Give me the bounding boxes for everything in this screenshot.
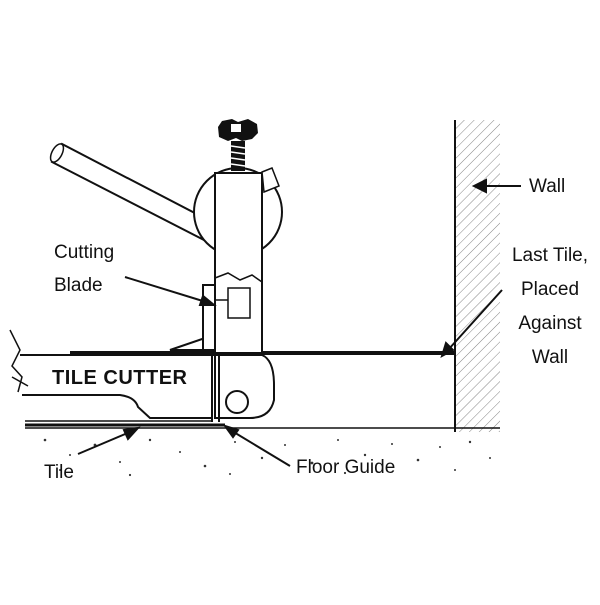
tile-label: Tile (44, 462, 74, 483)
last-tile-label-line: Last Tile, (511, 245, 589, 266)
last-tile-label: Last Tile, Placed Against Wall (500, 243, 600, 371)
floor-guide-label: Floor Guide (296, 457, 396, 478)
tile-cutter-title: TILE CUTTER (52, 367, 188, 389)
cutting-blade-label-line: Blade (54, 275, 103, 296)
threaded-screw (230, 141, 246, 171)
wall (454, 120, 500, 432)
last-tile-label-line: Against (518, 313, 582, 334)
cutter-handle (49, 142, 214, 242)
leader-lines (77, 178, 521, 467)
last-tile-label-line: Wall (531, 347, 569, 368)
last-tile-label-line: Placed (520, 279, 580, 300)
adjustment-knob (218, 119, 258, 141)
cutting-blade-label-line: Cutting (54, 242, 115, 263)
floor (25, 427, 500, 477)
cutting-blade-label: Cutting Blade (54, 240, 114, 299)
wall-label: Wall (529, 176, 566, 197)
cutter-base (9, 329, 275, 427)
